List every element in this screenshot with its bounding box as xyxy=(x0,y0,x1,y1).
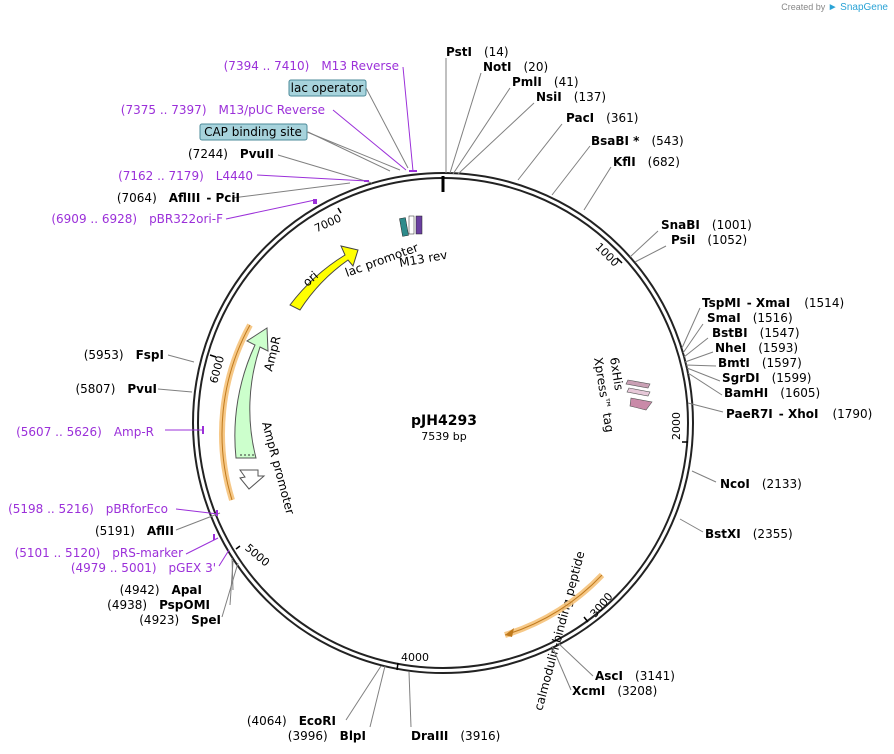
boxed-feature-labels: lac operator CAP binding site xyxy=(199,79,409,171)
enzyme-blpI[interactable]: (3996)BlpI xyxy=(288,729,366,743)
primer-pbrforeco[interactable]: (5198 .. 5216)pBRforEco xyxy=(8,502,168,516)
primer-prs-marker[interactable]: (5101 .. 5120)pRS-marker xyxy=(15,546,183,560)
ampr-feature[interactable] xyxy=(234,327,269,459)
enzyme-draIII[interactable]: DraIII(3916) xyxy=(411,729,500,743)
enzyme-ncoI[interactable]: NcoI(2133) xyxy=(720,477,802,491)
enzyme-ecoRI[interactable]: (4064)EcoRI xyxy=(247,714,336,728)
enzyme-bstXI[interactable]: BstXI(2355) xyxy=(705,527,793,541)
enzyme-speI[interactable]: (4923)SpeI xyxy=(139,613,221,627)
ampr-promoter-label: AmpR promoter xyxy=(259,420,297,516)
enzyme-pacI[interactable]: PacI(361) xyxy=(566,111,638,125)
enzyme-psiI[interactable]: PsiI(1052) xyxy=(671,233,747,247)
enzyme-apaI[interactable]: (4942)ApaI xyxy=(120,583,202,597)
tick-mark-1000 xyxy=(616,257,623,264)
enzyme-sgrDI[interactable]: SgrDI(1599) xyxy=(722,371,811,385)
cap-binding-site-box-label: CAP binding site xyxy=(204,125,302,139)
enzyme-smaI[interactable]: SmaI(1516) xyxy=(707,311,793,325)
plasmid-length: 7539 bp xyxy=(421,430,466,443)
tick-mark-3000 xyxy=(583,616,589,623)
credit-prefix: Created by xyxy=(781,2,826,12)
enzyme-labels-left: (3996)BlpI (4064)EcoRI (4923)SpeI (4938)… xyxy=(75,147,366,743)
tick-label-2000: 2000 xyxy=(670,412,683,440)
enzyme-aflII[interactable]: (5191)AflII xyxy=(95,524,174,538)
tick-label-4000: 4000 xyxy=(401,651,429,664)
enzyme-fspI[interactable]: (5953)FspI xyxy=(84,348,164,362)
enzyme-paeR7I-xhoI[interactable]: PaeR7I- XhoI(1790) xyxy=(726,407,872,421)
enzyme-pvuI[interactable]: (5807)PvuI xyxy=(75,382,157,396)
enzyme-nsiI[interactable]: NsiI(137) xyxy=(536,90,606,104)
lac-operator-box-label: lac operator xyxy=(291,81,364,95)
enzyme-pmlI[interactable]: PmlI(41) xyxy=(512,75,579,89)
primer-pbr322ori-f[interactable]: (6909 .. 6928)pBR322ori-F xyxy=(51,212,223,226)
tick-label-7000: 7000 xyxy=(312,212,343,236)
enzyme-xcmI[interactable]: XcmI(3208) xyxy=(572,684,657,698)
enzyme-nheI[interactable]: NheI(1593) xyxy=(715,341,798,355)
primer-amp-r[interactable]: (5607 .. 5626)Amp-R xyxy=(16,425,154,439)
plasmid-backbone xyxy=(192,172,694,674)
enzyme-bamHI[interactable]: BamHI(1605) xyxy=(724,386,820,400)
enzyme-bsaBI[interactable]: BsaBI *(543) xyxy=(591,134,684,148)
snapgene-credit: Created by ► SnapGene xyxy=(781,2,888,13)
primer-labels: (7394 .. 7410)M13 Reverse (7375 .. 7397)… xyxy=(8,59,399,575)
primer-pgex-3[interactable]: (4979 .. 5001)pGEX 3' xyxy=(71,561,216,575)
enzyme-notI[interactable]: NotI(20) xyxy=(483,60,548,74)
tick-mark-6000 xyxy=(209,354,217,358)
plasmid-name: pJH4293 xyxy=(411,413,477,429)
tick-label-5000: 5000 xyxy=(242,541,272,569)
m13-rev-feature[interactable] xyxy=(415,215,423,235)
enzyme-pvuII[interactable]: (7244)PvuII xyxy=(188,147,274,161)
tick-mark-7000 xyxy=(337,207,342,214)
lac-promoter-feature[interactable] xyxy=(399,217,409,237)
primer-markers xyxy=(202,170,417,540)
leader-lines xyxy=(157,58,724,728)
enzyme-labels: PstI(14) NotI(20) PmlI(41) NsiI(137) Pac… xyxy=(411,45,872,743)
enzyme-tspMI-xmaI[interactable]: TspMI- XmaI(1514) xyxy=(702,296,844,310)
6xhis-label: 6xHis xyxy=(607,356,626,391)
primer-m13-reverse[interactable]: (7394 .. 7410)M13 Reverse xyxy=(224,59,399,73)
enzyme-bstBI[interactable]: BstBI(1547) xyxy=(712,326,800,340)
cbp-feature[interactable] xyxy=(629,397,653,411)
6xhis-feature[interactable] xyxy=(625,379,651,389)
orf-arrowhead-icon xyxy=(505,628,514,637)
enzyme-kflI[interactable]: KflI(682) xyxy=(613,155,680,169)
enzyme-bmtI[interactable]: BmtI(1597) xyxy=(718,356,802,370)
snapgene-logo-icon: ► xyxy=(827,2,838,13)
ori-feature[interactable] xyxy=(289,245,359,311)
primer-l4440[interactable]: (7162 .. 7179)L4440 xyxy=(118,169,253,183)
enzyme-aflIII-pciI[interactable]: (7064)AflIII- PciI xyxy=(117,191,240,205)
enzyme-ascI[interactable]: AscI(3141) xyxy=(595,669,675,683)
tick-mark-4000 xyxy=(396,662,399,671)
tick-mark-5000 xyxy=(235,545,241,550)
lac-operator-feature[interactable] xyxy=(408,215,415,235)
xpress-feature[interactable] xyxy=(626,387,651,397)
enzyme-pspOMI[interactable]: (4938)PspOMI xyxy=(107,598,210,612)
ampr-promoter-feature[interactable] xyxy=(239,469,266,490)
tick-label-6000: 6000 xyxy=(207,354,227,384)
enzyme-pstI[interactable]: PstI(14) xyxy=(446,45,509,59)
features: ori AmpR AmpR promoter lac promoter M13 … xyxy=(219,215,653,712)
primer-m13-puc-reverse[interactable]: (7375 .. 7397)M13/pUC Reverse xyxy=(121,103,325,117)
enzyme-snaBI[interactable]: SnaBI(1001) xyxy=(661,218,752,232)
primer-lines xyxy=(165,66,414,567)
credit-brand: SnapGene xyxy=(840,2,888,13)
